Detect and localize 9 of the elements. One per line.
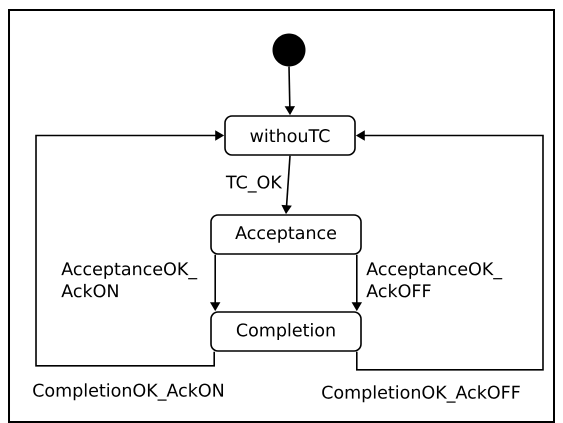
edge-label: AcceptanceOK_ AckOFF [366, 262, 502, 298]
edge-label: TC_OK [226, 175, 282, 193]
state-box: withouTC [224, 115, 356, 156]
edge-label: AcceptanceOK_ AckON [61, 262, 198, 298]
edge-label: CompletionOK_AckON [33, 383, 224, 401]
state-box: Completion [210, 311, 362, 352]
edge-label: CompletionOK_AckOFF [322, 385, 520, 403]
initial-state-dot [272, 34, 306, 66]
state-box: Acceptance [210, 214, 362, 255]
